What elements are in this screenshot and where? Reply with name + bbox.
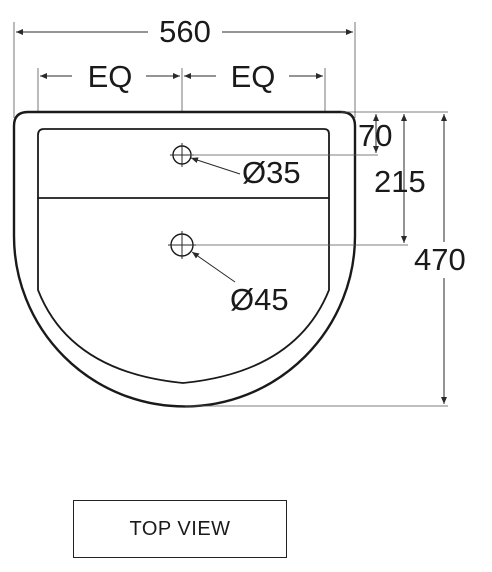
tap-hole-leader <box>190 157 241 175</box>
view-label: TOP VIEW <box>129 517 231 540</box>
dim-eq-left: EQ <box>88 59 133 94</box>
view-label-box: TOP VIEW <box>73 500 287 558</box>
waste-hole-leader <box>191 251 236 283</box>
dim-eq-right: EQ <box>231 59 276 94</box>
dim-waste-hole: Ø45 <box>230 282 289 317</box>
dim-offset-70: 70 <box>358 118 392 153</box>
dim-470-bg <box>416 242 476 278</box>
dim-overall-width: 560 <box>159 14 211 49</box>
dim-tap-hole: Ø35 <box>242 155 301 190</box>
dim-depth-215: 215 <box>374 164 426 199</box>
bowl-inner <box>37 198 330 384</box>
dim-depth-470: 470 <box>414 242 466 277</box>
